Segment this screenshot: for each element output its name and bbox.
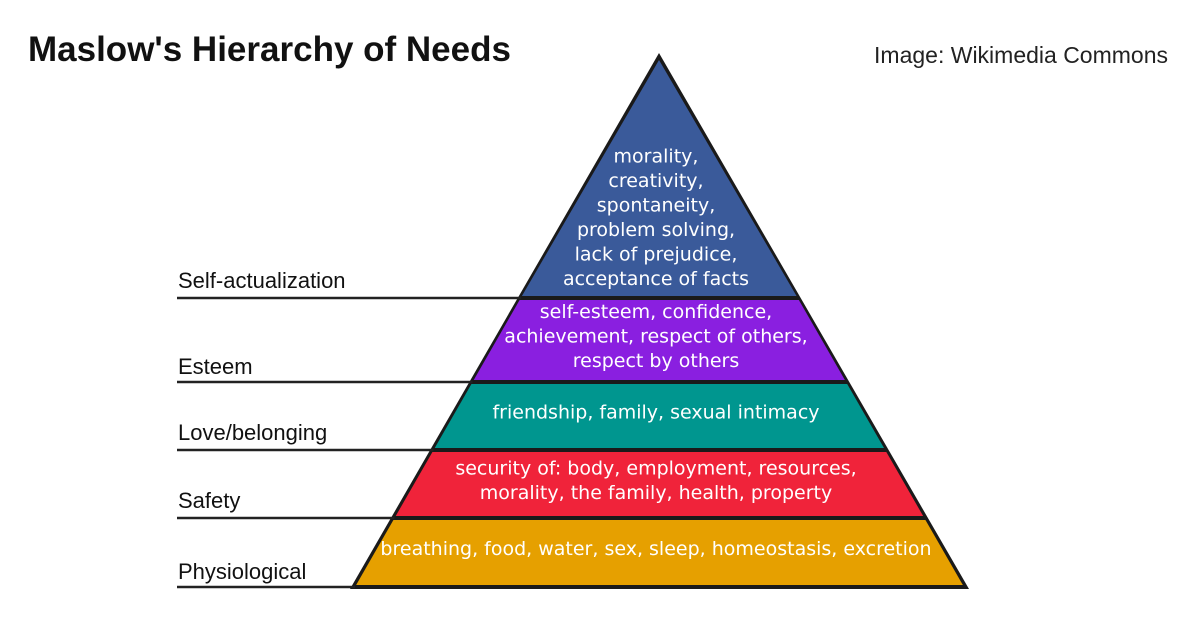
pyramid-band xyxy=(521,60,797,296)
pyramid-band-text: respect by others xyxy=(573,350,740,372)
pyramid-band xyxy=(473,300,845,380)
page-title: Maslow's Hierarchy of Needs xyxy=(28,30,511,69)
pyramid-band-text: acceptance of facts xyxy=(563,268,749,290)
pyramid-level: breathing, food, water, sex, sleep, home… xyxy=(177,520,963,589)
level-label: Esteem xyxy=(178,354,253,379)
pyramid-band-text: breathing, food, water, sex, sleep, home… xyxy=(380,538,931,560)
pyramid-level: self-esteem, confidence, achievement, res… xyxy=(177,300,845,384)
pyramid-band-text: lack of prejudice, xyxy=(575,243,738,265)
pyramid-band xyxy=(434,384,885,448)
pyramid-band-text: security of: body, employment, resources… xyxy=(455,457,856,479)
pyramid-band xyxy=(356,520,963,585)
pyramid-band-text: achievement, respect of others, xyxy=(504,326,807,348)
level-label: Love/belonging xyxy=(178,420,327,445)
level-label: Physiological xyxy=(178,559,306,584)
pyramid-band-text: morality, xyxy=(614,145,699,167)
pyramid-band-text: friendship, family, sexual intimacy xyxy=(492,402,819,424)
image-credit: Image: Wikimedia Commons xyxy=(874,42,1168,68)
pyramid-band-text: creativity, xyxy=(608,170,703,192)
pyramid-band-text: self-esteem, confidence, xyxy=(540,301,772,323)
pyramid-band-text: problem solving, xyxy=(577,219,735,241)
pyramid-level: security of: body, employment, resources… xyxy=(177,452,924,520)
pyramid-level: morality, creativity,spontaneity, problem … xyxy=(177,60,797,300)
level-label: Self-actualization xyxy=(178,268,346,293)
pyramid-band xyxy=(395,452,924,516)
pyramid-band-text: spontaneity, xyxy=(597,194,715,216)
level-label: Safety xyxy=(178,488,240,513)
pyramid-level: friendship, family, sexual intimacyLove/… xyxy=(177,384,885,452)
pyramid-band-text: morality, the family, health, property xyxy=(480,482,832,504)
